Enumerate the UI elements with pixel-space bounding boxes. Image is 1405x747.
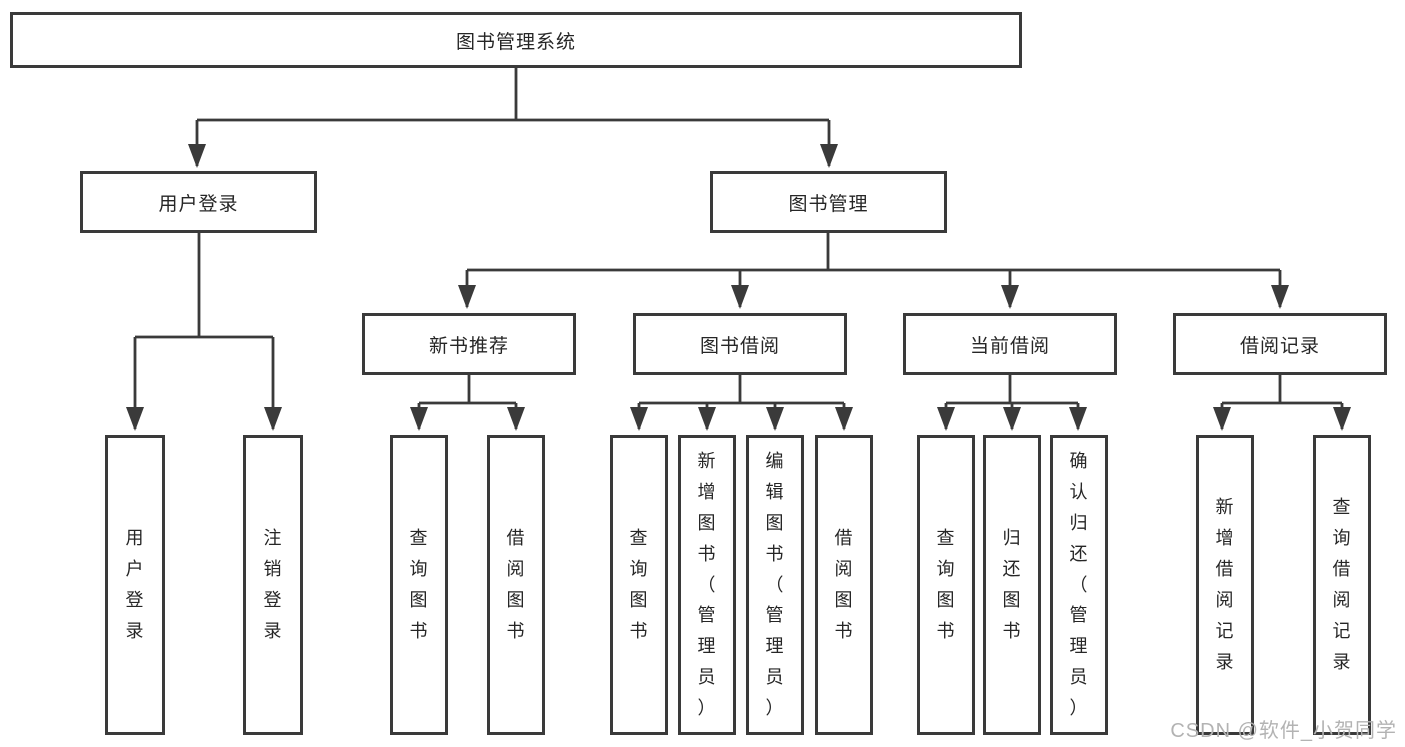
leaf-borrow-books-borrowing: 借阅图书 [815, 435, 873, 735]
leaf-label: 查询图书 [629, 528, 649, 641]
leaf-add-books-admin: 新增图书（管理员） [678, 435, 736, 735]
leaf-label: 编辑图书（管理员） [765, 450, 785, 719]
node-user-login: 用户登录 [80, 171, 317, 233]
leaf-user-login: 用户登录 [105, 435, 165, 735]
leaf-query-books-borrowing: 查询图书 [610, 435, 668, 735]
leaf-borrow-books-recommend: 借阅图书 [487, 435, 545, 735]
leaf-label: 新增图书（管理员） [697, 450, 717, 719]
leaf-add-borrow-record: 新增借阅记录 [1196, 435, 1254, 735]
leaf-label: 注销登录 [263, 528, 283, 641]
leaf-label: 新增借阅记录 [1215, 497, 1235, 672]
leaf-label: 借阅图书 [506, 528, 526, 641]
leaf-label: 查询借阅记录 [1332, 497, 1352, 672]
leaf-label: 用户登录 [125, 528, 145, 641]
leaf-logout: 注销登录 [243, 435, 303, 735]
leaf-edit-books-admin: 编辑图书（管理员） [746, 435, 804, 735]
leaf-label: 查询图书 [936, 528, 956, 641]
node-borrowing-records: 借阅记录 [1173, 313, 1387, 375]
leaf-label: 查询图书 [409, 528, 429, 641]
node-book-borrowing: 图书借阅 [633, 313, 847, 375]
leaf-query-borrow-record: 查询借阅记录 [1313, 435, 1371, 735]
leaf-query-books-recommend: 查询图书 [390, 435, 448, 735]
leaf-label: 归还图书 [1002, 528, 1022, 641]
leaf-query-books-current: 查询图书 [917, 435, 975, 735]
node-book-management: 图书管理 [710, 171, 947, 233]
node-new-book-recommend: 新书推荐 [362, 313, 576, 375]
leaf-label: 确认归还（管理员） [1069, 450, 1089, 719]
leaf-confirm-return-admin: 确认归还（管理员） [1050, 435, 1108, 735]
csdn-watermark: CSDN @软件_小贺同学 [1170, 720, 1397, 742]
node-current-borrowing: 当前借阅 [903, 313, 1117, 375]
node-library-system: 图书管理系统 [10, 12, 1022, 68]
leaf-return-books: 归还图书 [983, 435, 1041, 735]
leaf-label: 借阅图书 [834, 528, 854, 641]
